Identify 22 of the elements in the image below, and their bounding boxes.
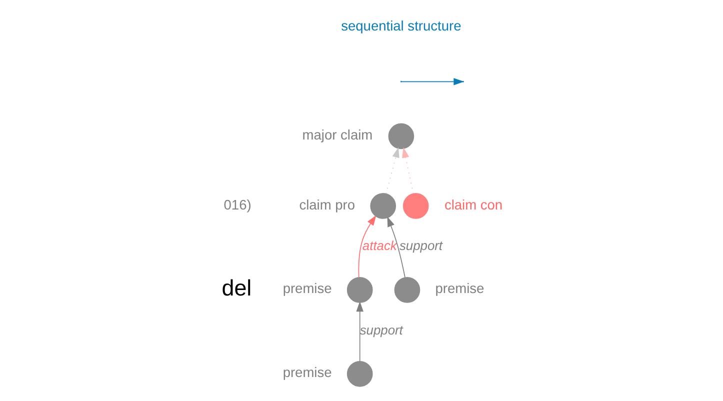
node-circle bbox=[394, 277, 420, 303]
label: del bbox=[221, 275, 252, 300]
node-label: major claim bbox=[302, 127, 372, 142]
label: 016) bbox=[223, 197, 251, 212]
node-circle bbox=[346, 277, 372, 303]
node-label: claim pro bbox=[298, 197, 355, 212]
arrow bbox=[358, 215, 376, 278]
arrow bbox=[385, 147, 399, 194]
arrow bbox=[402, 147, 414, 194]
node-label: premise bbox=[282, 281, 332, 296]
node-label: premise bbox=[282, 365, 332, 380]
node-label: claim con bbox=[444, 197, 502, 212]
edge-label: support bbox=[398, 238, 442, 253]
label: sequential structure bbox=[340, 18, 461, 34]
node-circle bbox=[388, 123, 414, 150]
arrow bbox=[386, 216, 405, 278]
node-circle bbox=[346, 361, 372, 387]
edge-label: attack bbox=[362, 238, 396, 253]
arrow bbox=[356, 301, 363, 362]
node-label: premise bbox=[434, 281, 484, 296]
node-circle bbox=[402, 193, 428, 219]
node-circle bbox=[370, 193, 396, 219]
